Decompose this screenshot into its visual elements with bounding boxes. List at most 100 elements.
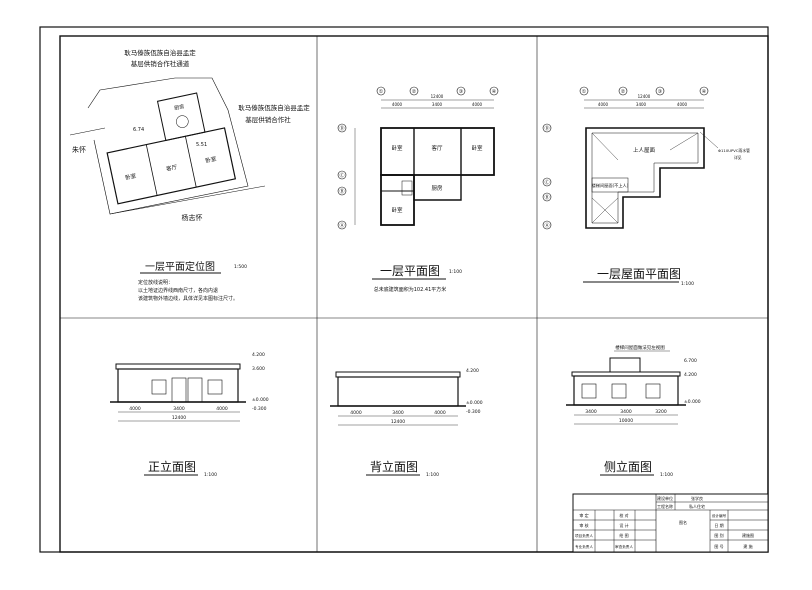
roof-pipe-leader: [699, 131, 719, 149]
roof-axis-c: Ⓒ: [544, 179, 549, 186]
floor-dim-2: 3400: [432, 102, 443, 107]
floor-room-4: 厨房: [431, 184, 443, 192]
tb-right-value-2: 建施图: [742, 532, 754, 538]
roof-axes-left: Ⓓ Ⓒ Ⓑ Ⓐ: [542, 123, 552, 230]
tb-row4-b: 审查负责人: [615, 544, 633, 549]
roof-pipe-note-2: 详见: [734, 155, 742, 160]
front-elevation-panel: 4000 3400 4000 12400 4.200 3.600 ±0.000 …: [110, 352, 269, 478]
roof-title: 一层屋面平面图: [597, 267, 681, 281]
tb-row1-b: 校 对: [619, 512, 628, 518]
back-level-3: -0.300: [466, 409, 481, 415]
floor-axis-c: Ⓒ: [339, 172, 344, 179]
site-org-right-2: 基层供销合作社: [245, 115, 291, 124]
front-title: 正立面图: [148, 459, 196, 474]
floor-axis-2: ②: [412, 89, 417, 95]
front-scale: 1:100: [204, 472, 217, 478]
back-dim-3: 4000: [434, 410, 446, 416]
front-window-1: [151, 379, 167, 395]
roof-axis-b: Ⓑ: [544, 194, 549, 201]
front-dim-1: 4000: [129, 406, 141, 412]
site-dim-b: 5.51: [196, 142, 207, 148]
front-level-4: -0.300: [252, 406, 267, 412]
floor-room-2: 客厅: [431, 144, 443, 152]
tb-project-name-label: 工程名称: [657, 503, 673, 509]
floor-axis-d: Ⓓ: [339, 125, 344, 132]
tb-row3-a: 项目负责人: [575, 533, 593, 538]
side-scale: 1:100: [660, 472, 673, 478]
side-dim-total: 10000: [619, 418, 633, 424]
back-title: 背立面图: [370, 459, 418, 474]
site-room-1: 卧室: [124, 171, 137, 181]
side-window-2: [611, 383, 627, 399]
roof-axis-2: ②: [621, 89, 626, 95]
side-level-3: ±0.000: [684, 399, 701, 405]
front-eave: [115, 363, 241, 370]
back-eave: [335, 371, 461, 378]
front-door-2: [187, 377, 203, 403]
floor-plan-panel: ① ② ③ ④ 4000 12400 3400 4000 Ⓓ Ⓒ Ⓑ Ⓐ: [337, 86, 499, 293]
site-boundary: [87, 77, 249, 215]
tb-row2-b: 设 计: [619, 522, 628, 528]
site-room-3: 卧室: [205, 154, 218, 164]
side-elevation-panel: 楼梯间屋面做法见左视图 3400 3400 3200 10000 6.700 4…: [566, 344, 701, 478]
side-title: 侧立面图: [604, 459, 652, 474]
site-building: 卧室 客厅 卧室 厨房: [106, 92, 237, 205]
side-dim-3: 3200: [655, 409, 667, 415]
floor-axis-b: Ⓑ: [339, 188, 344, 195]
tb-project-unit-label: 建设单位: [657, 495, 673, 501]
roof-scale: 1:100: [681, 281, 694, 287]
roof-dim-2: 3400: [636, 102, 647, 107]
roof-outline: [585, 127, 705, 229]
tb-row4-a: 专业负责人: [575, 544, 593, 549]
floor-room-3: 卧室: [471, 144, 483, 152]
roof-plan-panel: ① ② ③ ④ 4000 12400 3400 4000 Ⓓ Ⓒ Ⓑ Ⓐ: [542, 86, 750, 287]
roof-dim-3: 4000: [677, 102, 688, 107]
floor-axis-3: ③: [459, 89, 463, 95]
roof-label-roof: 上人屋面: [633, 146, 656, 154]
side-window-1: [581, 383, 597, 399]
tb-right-label-3: 图 号: [714, 543, 723, 549]
front-dim-total: 12400: [172, 415, 186, 421]
back-level-1: 4.200: [466, 368, 479, 374]
site-road-line-2: [109, 185, 266, 215]
side-level-2: 4.200: [684, 372, 697, 378]
roof-axes-top: ① ② ③ ④ 4000 12400 3400 4000: [579, 86, 709, 109]
side-dim-2: 3400: [620, 409, 632, 415]
site-room-2: 客厅: [165, 163, 178, 173]
tb-drawing-no-label: 设计编号: [712, 513, 727, 518]
floor-title: 一层平面图: [380, 264, 440, 278]
front-level-2: 3.600: [252, 366, 265, 372]
roof-axis-3: ③: [658, 89, 662, 95]
floor-room-5: 卧室: [391, 206, 403, 214]
floor-scale: 1:100: [449, 269, 462, 275]
back-dim-total: 12400: [391, 419, 405, 425]
floor-axes-top: ① ② ③ ④ 4000 12400 3400 4000: [376, 86, 499, 109]
front-level-1: 4.200: [252, 352, 265, 358]
back-elevation-panel: 4000 3400 4000 12400 4.200 ±0.000 -0.300…: [330, 368, 483, 478]
front-wall: [117, 368, 239, 403]
site-note-2: 以土地证边界线西南尺寸，各向内退: [138, 287, 218, 294]
site-org-right-1: 耿马傣族佤族自治县孟定: [238, 103, 310, 112]
site-dim-a: 6.74: [133, 127, 144, 133]
floor-walls: [380, 127, 495, 226]
roof-pipe-note: Φ110UPVC雨水管: [718, 148, 750, 153]
side-eave: [571, 371, 681, 377]
tb-project-unit-value: 张学良: [691, 495, 703, 501]
roof-axis-1: ①: [582, 89, 587, 95]
site-road-line: [69, 127, 106, 136]
front-window-2: [207, 379, 223, 395]
side-note: 楼梯间屋面做法见左视图: [615, 344, 665, 351]
site-scale: 1:500: [234, 264, 247, 270]
tb-right-value-3: 建 施: [743, 543, 752, 549]
site-room-4: 厨房: [174, 103, 185, 112]
side-window-3: [645, 383, 661, 399]
site-plan-panel: 耿马傣族佤族自治县孟定 基层供销合作社通道 耿马傣族佤族自治县孟定 基层供销合作…: [69, 48, 310, 302]
site-note-1: 定位放线说明：: [138, 279, 173, 286]
roof-label-stair: 楼梯间屋面(不上人): [592, 182, 629, 189]
floor-dim-1: 4000: [392, 102, 403, 107]
roof-axis-d: Ⓓ: [544, 125, 549, 132]
floor-axis-a: Ⓐ: [339, 222, 344, 229]
floor-room-1: 卧室: [391, 144, 403, 152]
site-note-3: 该建筑物外墙边线，具体详见本图标注尺寸。: [138, 295, 238, 302]
